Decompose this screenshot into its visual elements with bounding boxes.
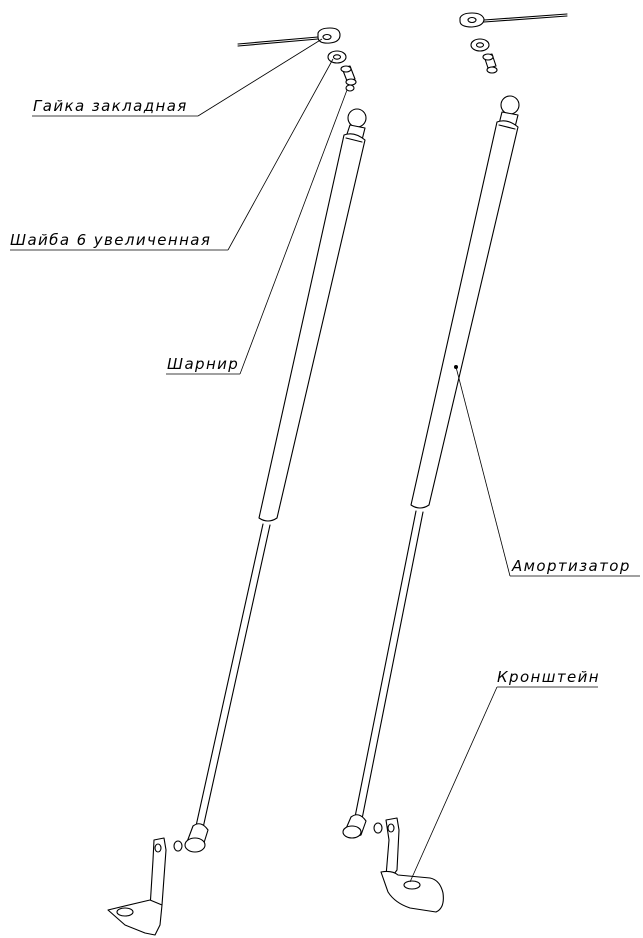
right-nut-insert	[459, 12, 568, 28]
left-hinge-pin	[340, 65, 357, 92]
right-washer	[470, 38, 490, 52]
left-nut-insert	[237, 27, 341, 47]
label-hinge: Шарнир	[167, 355, 239, 373]
leader-lines	[10, 38, 640, 883]
label-washer: Шайба 6 увеличенная	[10, 231, 211, 249]
right-hinge-pin	[482, 53, 498, 74]
left-bracket	[107, 837, 167, 936]
left-shock-absorber	[173, 108, 367, 853]
right-shock-absorber	[342, 95, 520, 839]
label-shock-absorber: Амортизатор	[511, 557, 631, 575]
right-bracket	[373, 817, 444, 913]
label-bracket: Кронштейн	[497, 668, 600, 686]
left-washer	[327, 50, 347, 64]
label-nut: Гайка закладная	[33, 97, 188, 115]
